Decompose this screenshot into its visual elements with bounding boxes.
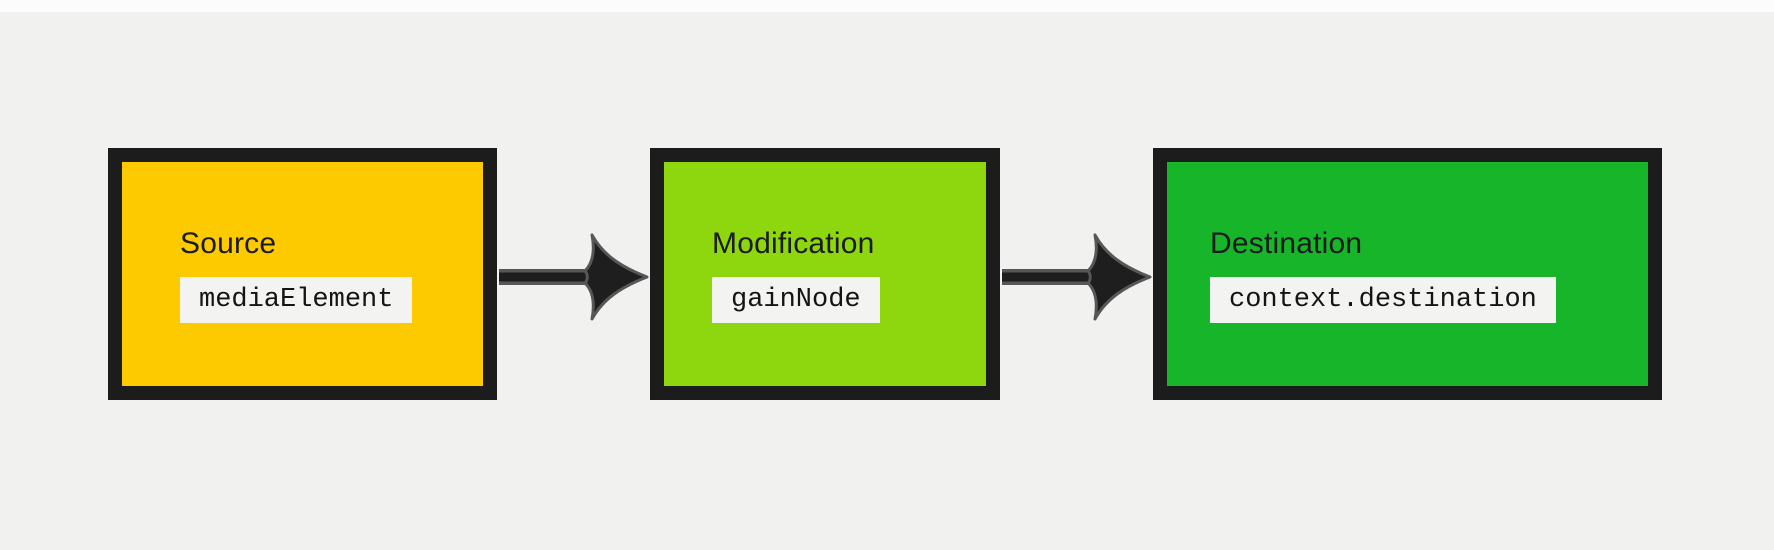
arrow-source-to-modification xyxy=(499,233,649,321)
node-modification-label: Modification xyxy=(712,226,875,260)
node-source-code: mediaElement xyxy=(180,276,413,323)
node-destination-label: Destination xyxy=(1210,226,1363,260)
node-modification-code: gainNode xyxy=(712,276,880,323)
arrow-head xyxy=(1086,233,1152,321)
node-destination: Destination context.destination xyxy=(1153,148,1662,400)
node-source-label: Source xyxy=(180,226,277,260)
node-source: Source mediaElement xyxy=(108,148,497,400)
node-modification: Modification gainNode xyxy=(650,148,1000,400)
arrow-modification-to-destination xyxy=(1002,233,1152,321)
node-destination-code: context.destination xyxy=(1210,276,1556,323)
top-strip xyxy=(0,0,1774,12)
arrow-head xyxy=(583,233,649,321)
